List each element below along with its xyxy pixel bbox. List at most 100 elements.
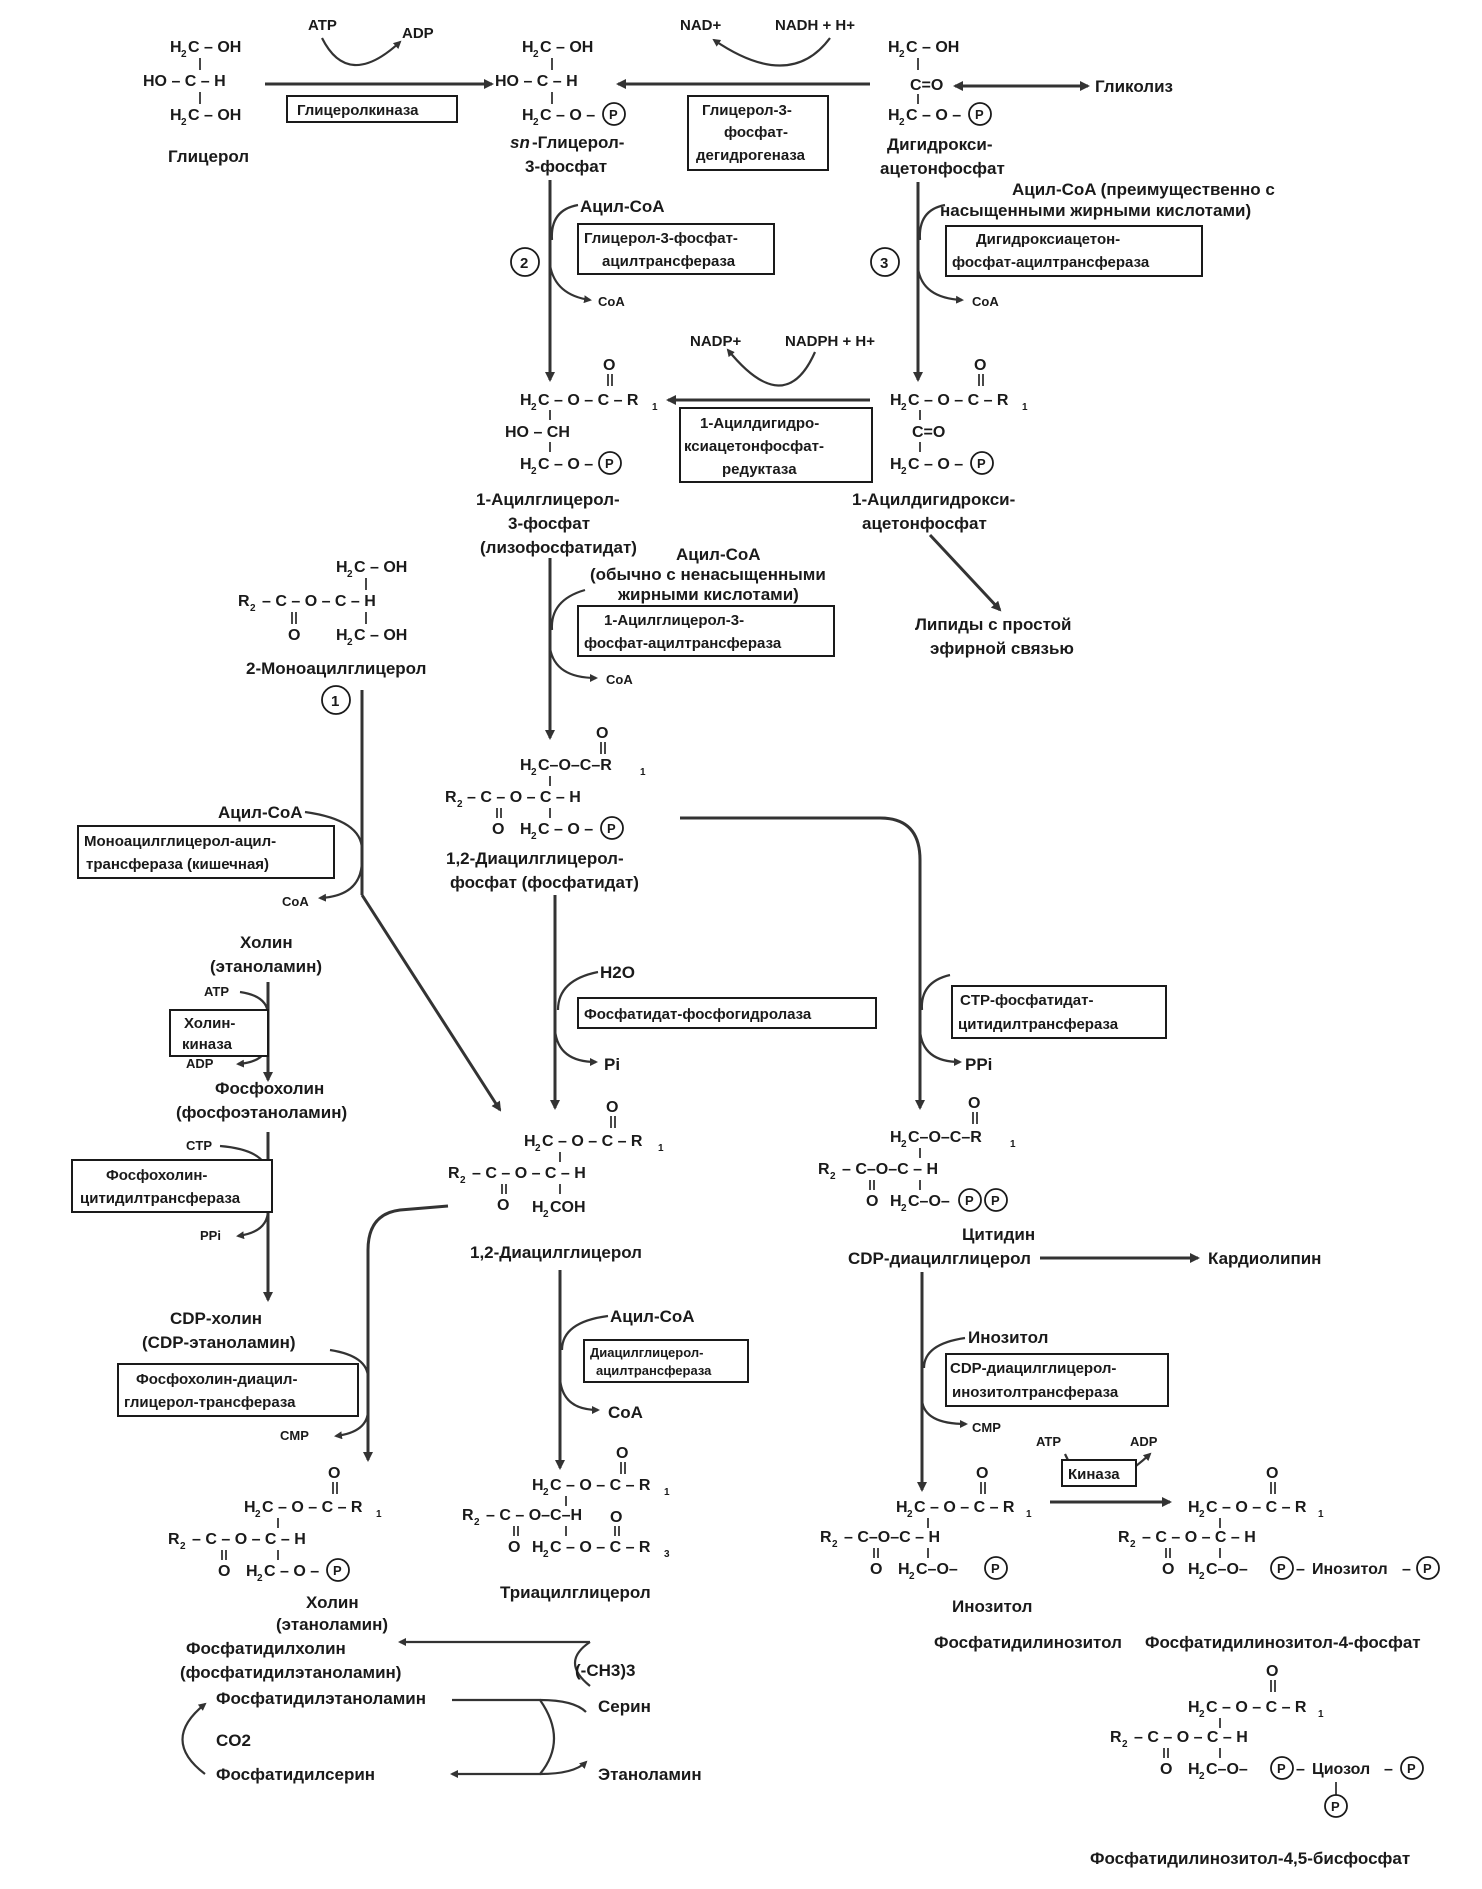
label-common-P: P [1277, 1761, 1286, 1776]
svg-text:2: 2 [457, 799, 463, 810]
svg-text:H: H [1188, 1761, 1200, 1778]
svg-text:H: H [244, 1499, 256, 1516]
svg-text:H: H [246, 1563, 258, 1580]
svg-text:HO – C – H: HO – C – H [143, 73, 226, 90]
svg-text:H: H [522, 107, 534, 124]
svg-text:O: O [596, 725, 608, 742]
svg-text:O: O [968, 1095, 980, 1112]
mgat-box [77, 825, 335, 879]
svg-text:2: 2 [347, 569, 353, 580]
svg-text:2: 2 [181, 117, 187, 128]
label-compounds-inositol: Инозитол [968, 1328, 1048, 1347]
svg-text:R: R [1110, 1729, 1122, 1746]
label-enzymes-reductase_3: редуктаза [722, 461, 797, 478]
label-common-AcylCoA: Ацил-CoA [610, 1307, 695, 1326]
svg-text:H: H [896, 1499, 908, 1516]
svg-text:R: R [238, 593, 250, 610]
label-compounds-methyl: (-CH3)3 [575, 1661, 635, 1680]
svg-text:C–O–: C–O– [916, 1561, 958, 1578]
label-enzymes-dhapat_2: фосфат-ацилтрансфераза [952, 254, 1150, 271]
label-common-P: P [609, 107, 618, 122]
label-compounds-acylg3p_1: 1-Ацилглицерол- [476, 490, 620, 509]
label-compounds-ps: Фосфатидилсерин [216, 1765, 375, 1784]
label-compounds-cdpcholine_2: (CDP-этаноламин) [142, 1333, 296, 1352]
svg-text:1: 1 [376, 1509, 382, 1520]
svg-text:C – O – C – R: C – O – C – R [908, 392, 1009, 409]
label-enzymes-g3pdh_2: фосфат- [724, 124, 788, 141]
svg-text:2: 2 [531, 466, 537, 477]
label-cofactors-water: H2O [600, 963, 635, 982]
label-compounds-phosphatidate_1: 1,2-Диацилглицерол- [446, 849, 624, 868]
svg-text:2: 2 [543, 1209, 549, 1220]
label-enzymes-dgat_2: ацилтрансфераза [596, 1363, 712, 1378]
svg-text:C – O – C – R: C – O – C – R [914, 1499, 1015, 1516]
svg-text:O: O [328, 1465, 340, 1482]
label-enzymes-dgat_1: Диацилглицерол- [590, 1345, 703, 1360]
svg-text:H: H [170, 39, 182, 56]
svg-text:O: O [603, 357, 615, 374]
label-common-CoA: CoA [282, 894, 309, 909]
label-cofactors-nadp: NADP+ [690, 333, 742, 350]
svg-text:C – OH: C – OH [354, 627, 407, 644]
atp-label: ATP [308, 17, 337, 34]
label-compounds-co2: CO2 [216, 1731, 251, 1750]
svg-text:C – O –: C – O – [538, 456, 593, 473]
label-cofactors-acyl_unsat_3: жирными кислотами) [617, 585, 799, 604]
svg-text:2: 2 [901, 402, 907, 413]
svg-text:2: 2 [460, 1175, 466, 1186]
svg-text:H: H [888, 107, 900, 124]
label-compounds-cdpdag_1: Цитидин [962, 1225, 1035, 1244]
svg-text:C – O – C – R: C – O – C – R [1206, 1699, 1307, 1716]
label-enzymes-pap: Фосфатидат-фосфогидролаза [584, 1006, 812, 1023]
label-compounds-phosphocholine_2: (фосфоэтаноламин) [176, 1103, 347, 1122]
label-cofactors-cmp: CMP [280, 1428, 309, 1443]
svg-text:H: H [890, 1129, 902, 1146]
svg-text:2: 2 [830, 1171, 836, 1182]
svg-text:H: H [898, 1561, 910, 1578]
svg-text:O: O [974, 357, 986, 374]
label-common-ADP: ADP [1130, 1434, 1158, 1449]
svg-text:2: 2 [180, 1541, 186, 1552]
label-enzymes-cds_1: CTP-фосфатидат- [960, 992, 1093, 1009]
svg-text:C – O –: C – O – [908, 456, 963, 473]
svg-text:2: 2 [901, 466, 907, 477]
glycerol-label: Глицерол [168, 147, 249, 166]
svg-text:–: – [1296, 1761, 1305, 1778]
svg-text:R: R [168, 1531, 180, 1548]
label-enzymes-cholinekinase_2: киназа [182, 1036, 233, 1053]
label-cofactors-acyl_sat_2: насыщенными жирными кислотами) [940, 201, 1251, 220]
svg-text:O: O [497, 1197, 509, 1214]
svg-text:1: 1 [652, 402, 658, 413]
svg-text:2: 2 [531, 831, 537, 842]
cpt-box [117, 1363, 359, 1417]
glycolysis-label: Гликолиз [1095, 77, 1173, 96]
svg-text:C – O – C – R: C – O – C – R [538, 392, 639, 409]
label-cofactors-acyl_unsat_2: (обычно с ненасыщенными [590, 565, 826, 584]
label-common-CoA: CoA [606, 672, 633, 687]
svg-text:2: 2 [533, 117, 539, 128]
label-cofactors-acyl_sat_1: Ацил-CoA (преимущественно с [1012, 180, 1275, 199]
label-enzymes-gpat_1: Глицерол-3-фосфат- [584, 230, 738, 247]
svg-text:2: 2 [901, 1203, 907, 1214]
label-common-CoA: CoA [972, 294, 999, 309]
label-common-P: P [333, 1563, 342, 1578]
label-compounds-ethanolamine: Этаноламин [598, 1765, 702, 1784]
dgat-box [583, 1339, 749, 1383]
label-common-AcylCoA: Ацил-CoA [580, 197, 665, 216]
svg-text:O: O [1266, 1663, 1278, 1680]
svg-text:H: H [532, 1539, 544, 1556]
label-enzymes-cct_2: цитидилтрансфераза [80, 1190, 241, 1207]
svg-text:H: H [522, 39, 534, 56]
svg-text:H: H [336, 627, 348, 644]
label-enzymes-pis_2: инозитолтрансфераза [952, 1384, 1119, 1401]
svg-text:1: 1 [640, 767, 646, 778]
label-common-P: P [1277, 1561, 1286, 1576]
svg-text:1: 1 [1022, 402, 1028, 413]
label-enzymes-cholinekinase_1: Холин- [184, 1015, 235, 1032]
